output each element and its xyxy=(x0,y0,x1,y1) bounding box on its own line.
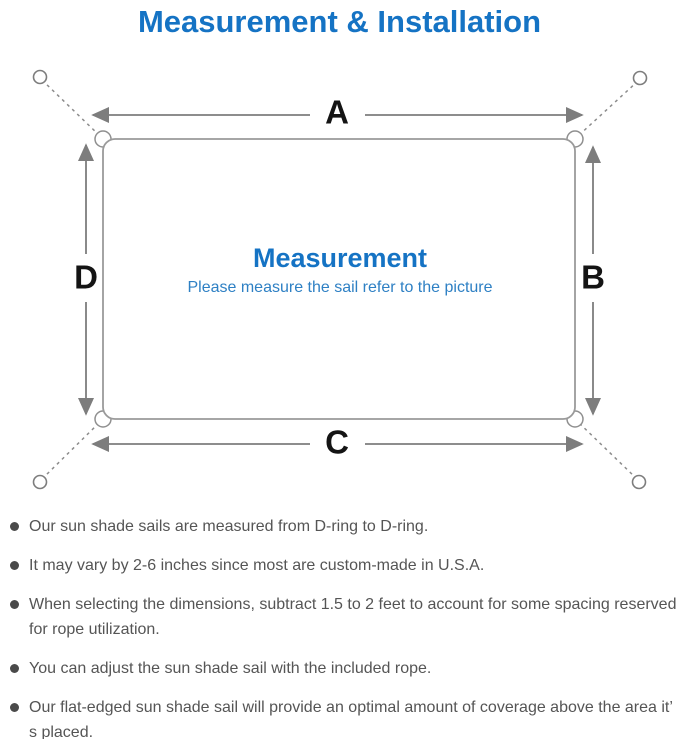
dimension-label-d: D xyxy=(74,259,98,296)
anchor-point-bottom-left xyxy=(32,474,48,490)
rope-line-top-left xyxy=(41,79,102,138)
diagram-center-subheading: Please measure the sail refer to the pic… xyxy=(187,279,492,296)
dimension-label-b: B xyxy=(581,259,605,296)
list-item: Our sun shade sails are measured from D-… xyxy=(10,514,679,539)
dimension-label-a: A xyxy=(325,94,349,131)
sail-rectangle xyxy=(102,138,576,420)
note-text: Our sun shade sails are measured from D-… xyxy=(29,518,429,535)
list-item: Our flat-edged sun shade sail will provi… xyxy=(10,695,679,739)
page-title: Measurement & Installation xyxy=(137,4,542,39)
list-item: You can adjust the sun shade sail with t… xyxy=(10,656,679,681)
note-text: It may vary by 2-6 inches since most are… xyxy=(29,557,485,574)
bullet-icon xyxy=(10,664,19,673)
list-item: It may vary by 2-6 inches since most are… xyxy=(10,553,679,578)
bullet-icon xyxy=(10,600,19,609)
bullet-icon xyxy=(10,522,19,531)
anchor-point-top-right xyxy=(632,70,648,86)
note-text: Our flat-edged sun shade sail will provi… xyxy=(29,699,673,739)
rope-line-top-right xyxy=(576,80,639,138)
list-item: When selecting the dimensions, subtract … xyxy=(10,592,679,642)
measurement-diagram: A B C D Measurement Please measure the s… xyxy=(32,69,648,490)
anchor-point-top-left xyxy=(32,69,48,85)
note-text: When selecting the dimensions, subtract … xyxy=(29,596,677,638)
rope-line-bottom-left xyxy=(41,420,102,480)
bullet-icon xyxy=(10,703,19,712)
bullet-icon xyxy=(10,561,19,570)
dimension-label-c: C xyxy=(325,424,349,461)
rope-line-bottom-right xyxy=(576,420,638,480)
anchor-point-bottom-right xyxy=(631,474,647,490)
diagram-center-heading: Measurement xyxy=(253,243,427,273)
note-text: You can adjust the sun shade sail with t… xyxy=(29,660,432,677)
notes-list: Our sun shade sails are measured from D-… xyxy=(0,514,679,739)
